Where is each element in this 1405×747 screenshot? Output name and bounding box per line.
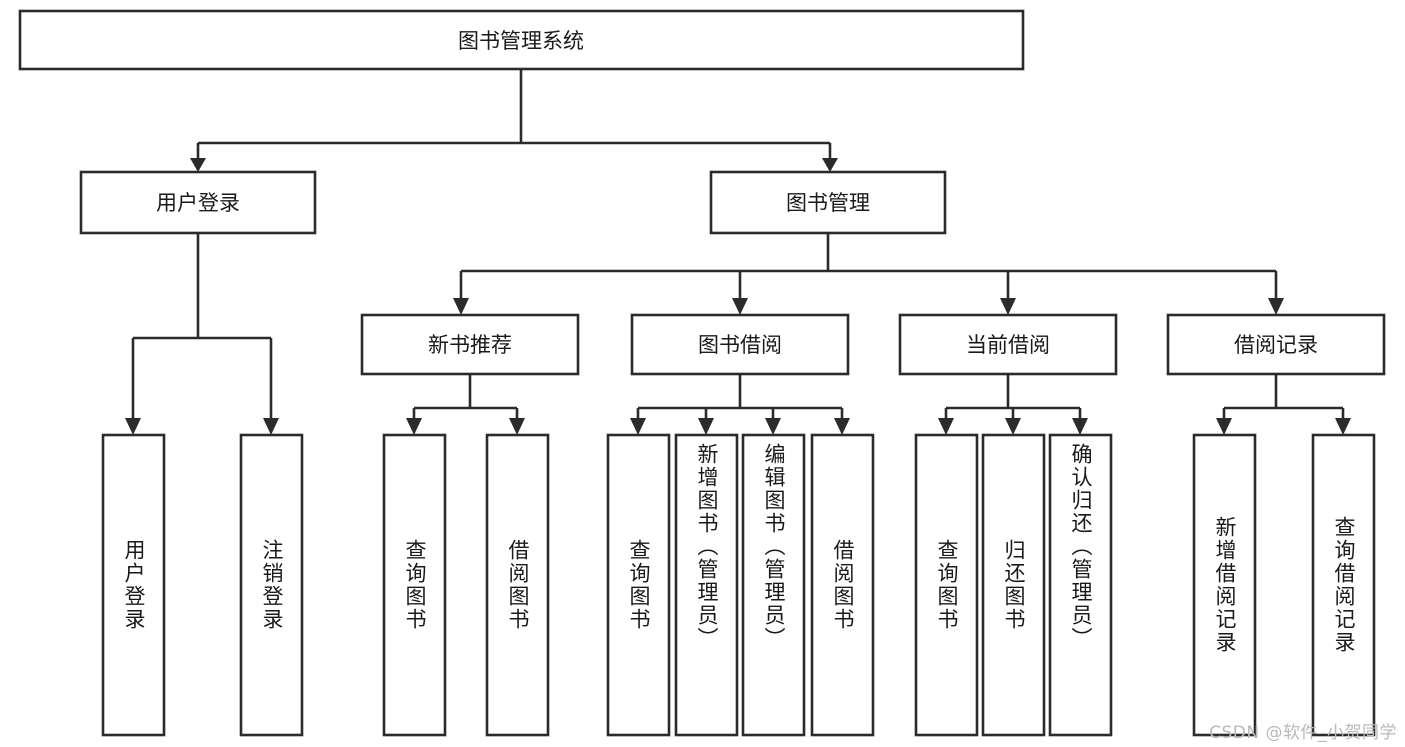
connector-layer <box>125 69 1351 435</box>
arrow-head-leaf-borrow-book-1 <box>509 418 525 435</box>
node-borrow-record-box[interactable] <box>1166 313 1386 376</box>
node-book-borrow-box[interactable] <box>630 313 850 376</box>
arrow-head-leaf-confirm-return <box>1072 418 1088 435</box>
arrow-head-leaf-query-record <box>1335 418 1351 435</box>
node-leaf-confirm-return-box[interactable] <box>1048 433 1113 737</box>
node-leaf-query-book-3-box[interactable] <box>914 433 979 737</box>
node-root-box[interactable] <box>18 9 1025 71</box>
node-user-login[interactable]: 用户登录 <box>79 170 317 235</box>
arrow-head-leaf-query-book-2 <box>630 418 646 435</box>
node-user-login-label: 用户登录 <box>156 191 240 215</box>
node-root-label: 图书管理系统 <box>458 29 584 53</box>
node-book-management[interactable]: 图书管理 <box>709 170 947 235</box>
node-user-login-box[interactable] <box>79 170 317 235</box>
node-new-book-recommend[interactable]: 新书推荐 <box>360 313 580 376</box>
node-leaf-add-book-box[interactable] <box>674 433 739 737</box>
arrow-head-leaf-user-login <box>125 418 141 435</box>
node-leaf-query-book-2-box[interactable] <box>606 433 671 737</box>
arrow-head-leaf-query-book-1 <box>406 418 422 435</box>
arrow-head-leaf-add-record <box>1216 418 1232 435</box>
node-book-management-label: 图书管理 <box>786 191 870 215</box>
node-current-borrow-label: 当前借阅 <box>966 333 1050 357</box>
node-leaf-query-record-box[interactable] <box>1311 433 1376 737</box>
arrow-head-leaf-query-book-3 <box>938 418 954 435</box>
node-new-book-recommend-label: 新书推荐 <box>428 333 512 357</box>
node-current-borrow-box[interactable] <box>898 313 1118 376</box>
arrow-head-book-management <box>822 158 838 172</box>
arrow-head-leaf-borrow-book-2 <box>834 418 850 435</box>
node-leaf-user-login-box[interactable] <box>101 433 166 737</box>
node-leaf-user-logout-box[interactable] <box>239 433 304 737</box>
arrow-head-leaf-return-book <box>1005 418 1021 435</box>
node-root[interactable]: 图书管理系统 <box>18 9 1025 71</box>
node-borrow-record[interactable]: 借阅记录 <box>1166 313 1386 376</box>
csdn-watermark: CSDN @软件_小贺同学 <box>1209 723 1397 743</box>
node-book-borrow-label: 图书借阅 <box>698 333 782 357</box>
node-book-management-box[interactable] <box>709 170 947 235</box>
arrow-head-book-borrow <box>732 298 748 315</box>
node-new-book-recommend-box[interactable] <box>360 313 580 376</box>
arrow-head-leaf-edit-book <box>765 418 781 435</box>
node-leaf-add-record-box[interactable] <box>1192 433 1257 737</box>
node-leaf-borrow-book-1-box[interactable] <box>485 433 550 737</box>
arrow-head-leaf-add-book <box>698 418 714 435</box>
arrow-head-user-login <box>190 158 206 172</box>
node-book-borrow[interactable]: 图书借阅 <box>630 313 850 376</box>
arrow-head-new-book-recommend <box>453 298 469 315</box>
arrow-head-leaf-user-logout <box>263 418 279 435</box>
arrow-head-borrow-record <box>1268 298 1284 315</box>
node-current-borrow[interactable]: 当前借阅 <box>898 313 1118 376</box>
node-leaf-edit-book-box[interactable] <box>741 433 806 737</box>
node-borrow-record-label: 借阅记录 <box>1234 333 1318 357</box>
arrow-head-current-borrow <box>1000 298 1016 315</box>
node-layer: 图书管理系统 用户登录 图书管理 新书推荐 图书借阅 <box>18 9 1386 737</box>
node-leaf-query-book-1-box[interactable] <box>382 433 447 737</box>
node-leaf-return-book-box[interactable] <box>981 433 1046 737</box>
node-leaf-borrow-book-2-box[interactable] <box>810 433 875 737</box>
